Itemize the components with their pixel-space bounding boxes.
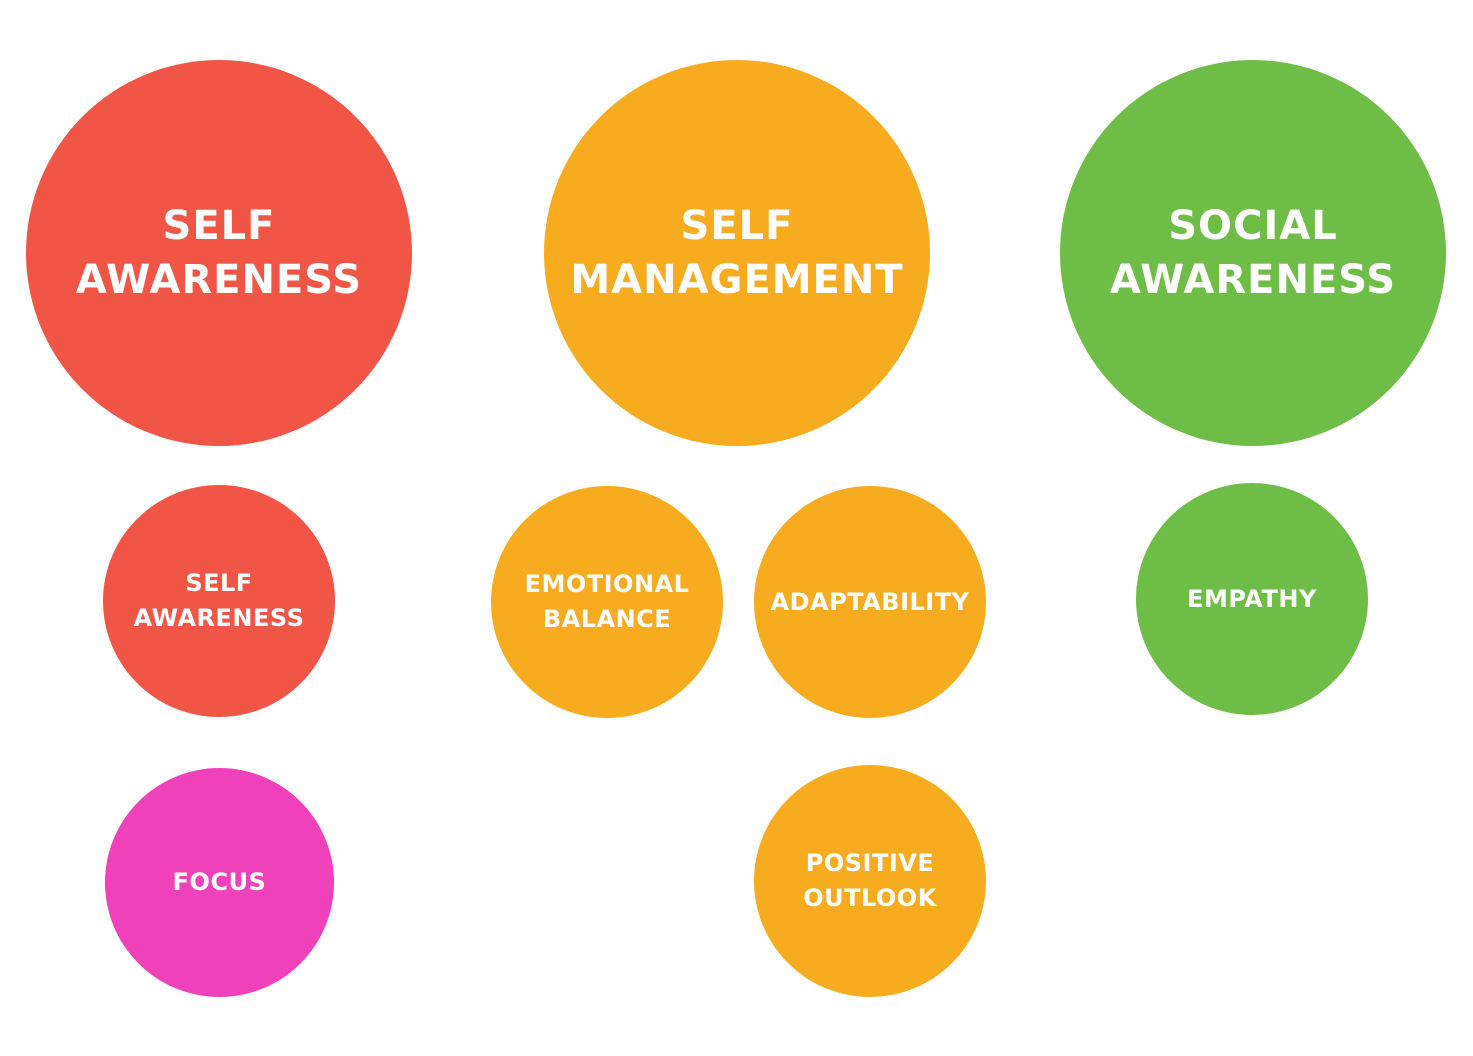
skill-circle-self-awareness: SELF AWARENESS bbox=[103, 485, 335, 717]
category-label-self-management: SELF MANAGEMENT bbox=[570, 203, 904, 303]
skill-label-focus: FOCUS bbox=[172, 868, 267, 896]
category-circle-self-awareness: SELF AWARENESS bbox=[26, 60, 412, 446]
skill-label-adaptability: ADAPTABILITY bbox=[770, 587, 970, 616]
skill-circle-focus: FOCUS bbox=[105, 768, 334, 997]
skill-label-self-awareness: SELF AWARENESS bbox=[133, 569, 305, 632]
category-circle-social-awareness: SOCIAL AWARENESS bbox=[1060, 60, 1446, 446]
category-label-self-awareness: SELF AWARENESS bbox=[75, 203, 363, 303]
skill-label-positive-outlook: POSITIVE OUTLOOK bbox=[803, 849, 937, 912]
skill-label-empathy: EMPATHY bbox=[1187, 584, 1317, 613]
skill-circle-empathy: EMPATHY bbox=[1136, 483, 1368, 715]
category-label-social-awareness: SOCIAL AWARENESS bbox=[1109, 203, 1397, 303]
category-circle-self-management: SELF MANAGEMENT bbox=[544, 60, 930, 446]
skill-circle-emotional-balance: EMOTIONAL BALANCE bbox=[491, 486, 723, 718]
skill-circle-positive-outlook: POSITIVE OUTLOOK bbox=[754, 765, 986, 997]
skill-label-emotional-balance: EMOTIONAL BALANCE bbox=[524, 570, 690, 633]
skill-circle-adaptability: ADAPTABILITY bbox=[754, 486, 986, 718]
